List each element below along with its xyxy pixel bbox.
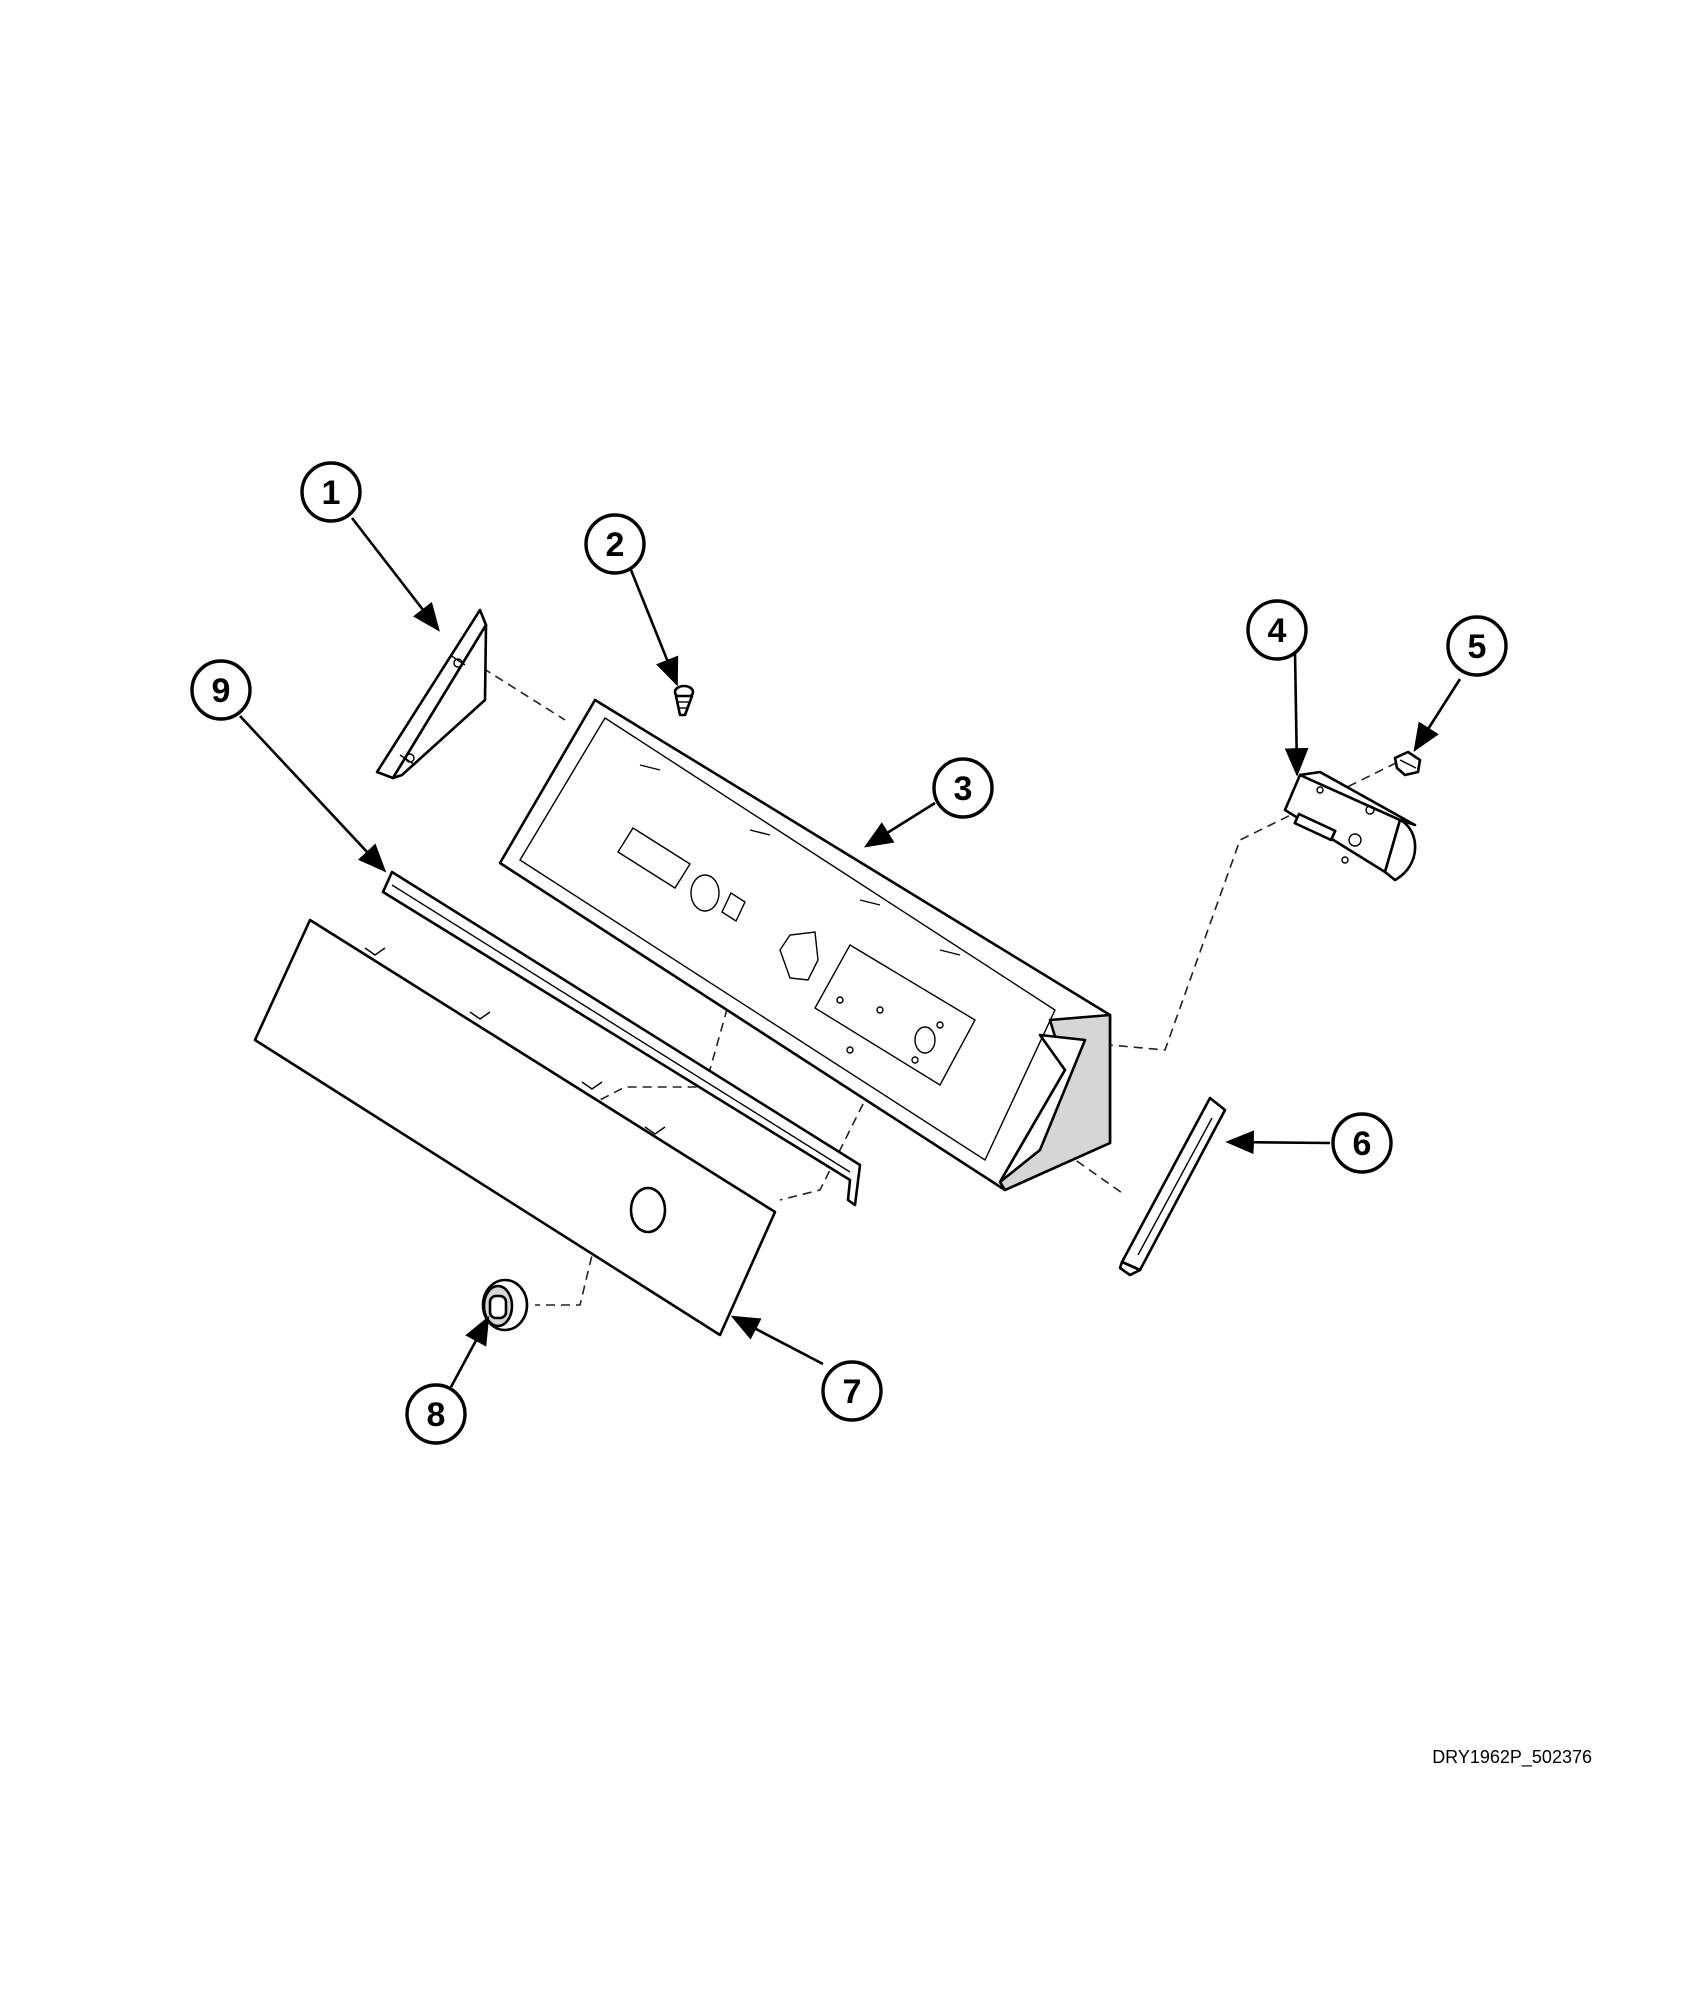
callout-6: 6 bbox=[1331, 1112, 1393, 1174]
callout-9-label: 9 bbox=[212, 672, 231, 710]
right-end-cap bbox=[1118, 1096, 1227, 1277]
callout-6-label: 6 bbox=[1353, 1125, 1372, 1163]
callout-5: 5 bbox=[1446, 615, 1508, 677]
callout-7-label: 7 bbox=[843, 1373, 862, 1411]
drawing-id: DRY1962P_502376 bbox=[1432, 1747, 1592, 1767]
callout-1-label: 1 bbox=[322, 474, 341, 512]
callout-7: 7 bbox=[821, 1360, 883, 1422]
callout-3: 3 bbox=[932, 757, 994, 819]
left-end-cap bbox=[375, 608, 488, 780]
screw-top bbox=[673, 684, 695, 717]
callout-3-label: 3 bbox=[954, 770, 973, 808]
screw-right bbox=[1393, 750, 1422, 777]
control-panel-overlay bbox=[253, 918, 777, 1337]
callout-2-label: 2 bbox=[606, 526, 625, 564]
knob bbox=[481, 1278, 529, 1332]
console-housing bbox=[498, 698, 1112, 1192]
callout-1: 1 bbox=[300, 461, 362, 523]
callout-4-label: 4 bbox=[1268, 612, 1287, 650]
trim-strip bbox=[381, 870, 862, 1207]
callout-5-label: 5 bbox=[1468, 628, 1487, 666]
callout-8: 8 bbox=[405, 1383, 467, 1445]
callout-8-label: 8 bbox=[427, 1396, 446, 1434]
callout-2: 2 bbox=[584, 513, 646, 575]
timer-control bbox=[1283, 770, 1417, 882]
callout-4: 4 bbox=[1246, 599, 1308, 661]
callout-9: 9 bbox=[190, 659, 252, 721]
leader-arrows bbox=[239, 517, 1462, 1388]
